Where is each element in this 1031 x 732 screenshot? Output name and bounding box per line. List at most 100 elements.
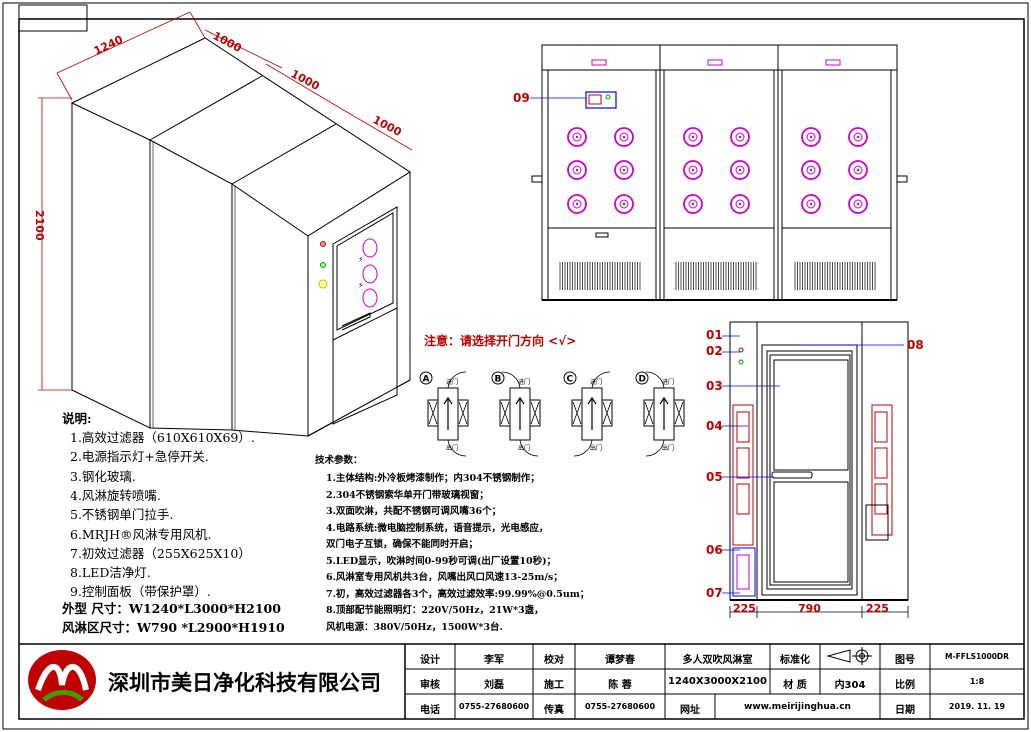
nozzle-icon	[614, 160, 634, 180]
company-name: 深圳市美日净化科技有限公司	[108, 671, 381, 695]
door-swing-arc	[447, 439, 467, 457]
nozzle-center-icon	[622, 168, 626, 172]
isometric-view: ⚡ ⚡	[70, 37, 411, 437]
callout-02: 02	[706, 344, 723, 358]
dim-iso-l1: 1000	[211, 29, 244, 55]
nozzle-icon	[848, 160, 868, 180]
callout-01: 01	[706, 328, 723, 342]
label-out: 出门	[518, 444, 530, 452]
note-item: 7.初效过滤器（255X625X10）	[70, 545, 251, 561]
door-swing-arc	[501, 371, 521, 389]
tb-check-label: 校对	[544, 655, 564, 666]
option-letter: A	[423, 375, 430, 385]
filter-x-icon	[428, 401, 438, 425]
tb-spec: 1240X3000X2100	[668, 676, 767, 687]
tech-item: 风机电源：380V/50Hz，1500W*3台.	[326, 621, 503, 633]
label-out: 出门	[446, 444, 458, 452]
tech-item: 1.主体结构:外冷板烤漆制作；内304不锈钢制作；	[326, 473, 540, 484]
option-side-right	[457, 399, 469, 427]
filter-x-icon	[674, 401, 684, 425]
callout-09: 09	[513, 91, 530, 105]
tb-design-label: 设计	[420, 655, 440, 666]
tb-review-label: 审核	[420, 680, 440, 691]
tb-phone-label: 电话	[420, 705, 440, 716]
filter-x-icon	[458, 401, 468, 425]
nozzle-core-icon	[572, 199, 582, 209]
door-swing-arc	[645, 439, 665, 457]
filter-x-icon	[500, 401, 510, 425]
note-item: 3.钢化玻璃.	[70, 468, 136, 484]
tb-check-value: 谭梦春	[605, 655, 635, 666]
svg-text:⚡: ⚡	[358, 281, 364, 290]
nozzle-icon	[683, 160, 703, 180]
tech-item: 5.LED显示，吹淋时间0-99秒可调(出厂设置10秒)；	[326, 555, 557, 567]
tb-material-value: 内304	[834, 680, 866, 691]
dim-iso-w: 1240	[92, 33, 126, 58]
company-logo	[28, 650, 96, 710]
callout-04: 04	[706, 419, 723, 433]
label-in: 进门	[590, 378, 602, 386]
note-item: 6.MRJH®风淋专用风机.	[70, 526, 212, 542]
nozzle-icon	[614, 194, 634, 214]
nozzle-center-icon	[622, 202, 626, 206]
direction-arrow-icon	[515, 396, 525, 430]
label-in: 进门	[662, 378, 674, 386]
side-elevation	[531, 44, 908, 301]
nozzle-icon	[801, 127, 821, 147]
nozzle-center-icon	[738, 202, 742, 206]
tb-phone-value: 0755-27680600	[458, 702, 530, 711]
tb-build-label: 施工	[544, 680, 564, 691]
iso-dimensions	[38, 11, 413, 391]
nozzle-icon	[567, 160, 587, 180]
door-swing-arc	[573, 439, 593, 457]
tb-date-label: 日期	[895, 705, 915, 716]
callout-07: 07	[706, 586, 723, 600]
note-item: 9.控制面板（带保护罩）.	[70, 584, 211, 600]
option-badge	[491, 371, 505, 385]
tb-fax-value: 0755-27680600	[584, 702, 656, 711]
door-swing-arc	[447, 371, 467, 389]
note-item: 5.不锈钢单门拉手.	[70, 507, 174, 523]
option-badge	[635, 371, 649, 385]
nozzle-core-icon	[853, 165, 863, 175]
option-letter: B	[495, 375, 502, 385]
nozzle-center-icon	[856, 202, 860, 206]
tech-item: 6.风淋室专用风机共3台，风嘴出风口风速13-25m/s；	[326, 572, 563, 583]
filter-x-icon	[602, 401, 612, 425]
notes-heading: 说明:	[62, 411, 92, 426]
nozzle-center-icon	[856, 135, 860, 139]
tb-build-value: 陈 蓉	[608, 680, 632, 691]
nozzle-icon	[683, 194, 703, 214]
tech-item: 3.双面吹淋，共配不锈钢可调风嘴36个；	[326, 506, 502, 517]
filter-x-icon	[572, 401, 582, 425]
front-dimensions	[729, 606, 909, 618]
shower-size: 风淋区尺寸：W790 *L2900*H1910	[62, 620, 285, 635]
nozzle-icon	[848, 127, 868, 147]
outer-size: 外型 尺寸：W1240*L3000*H2100	[62, 601, 281, 616]
nozzle-center-icon	[856, 168, 860, 172]
option-side-left	[571, 399, 583, 427]
option-side-right	[529, 399, 541, 427]
vent-grilles	[559, 262, 876, 290]
door-direction-note: 注意：请选择开门方向 <√>	[424, 334, 577, 348]
nozzle-core-icon	[619, 132, 629, 142]
nozzle-core-icon	[572, 165, 582, 175]
nozzle-center-icon	[738, 135, 742, 139]
tb-date-value: 2019. 11. 19	[948, 702, 1006, 711]
dim-front-left: 225	[733, 602, 756, 615]
label-in: 进门	[518, 378, 530, 386]
nozzle-core-icon	[688, 165, 698, 175]
filter-x-icon	[644, 401, 654, 425]
nozzle-icon	[567, 194, 587, 214]
dim-iso-l3: 1000	[371, 113, 404, 139]
tb-web-value: www.meirijinghua.cn	[744, 702, 851, 712]
nozzle-core-icon	[806, 199, 816, 209]
door-swing-arc	[519, 439, 539, 457]
